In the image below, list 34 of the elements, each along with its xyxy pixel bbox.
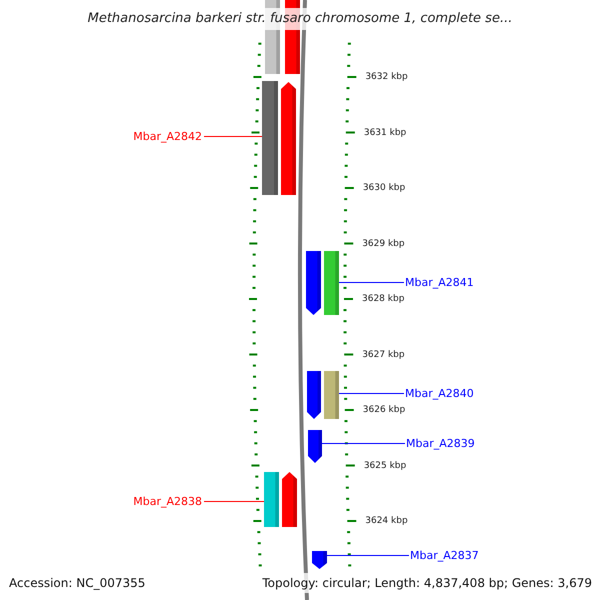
leader-line <box>338 282 404 283</box>
gene-block-pointed <box>306 251 321 315</box>
scale-label: 3627 kbp <box>362 350 405 360</box>
scale-label: 3630 kbp <box>362 183 406 194</box>
gene-block-pointed <box>281 82 296 195</box>
gene-label: Mbar_A2842 <box>120 129 202 144</box>
genome-info-text: Topology: circular; Length: 4,837,408 bp; Genes: 3,679 <box>262 575 592 592</box>
scale-label: 3624 kbp <box>365 516 408 527</box>
gene-block <box>262 81 278 195</box>
leader-line <box>204 501 264 502</box>
leader-line <box>204 136 262 137</box>
gene-block <box>324 251 339 315</box>
gene-block <box>324 371 339 419</box>
gene-label: Mbar_A2837 <box>410 548 495 563</box>
scale-label: 3632 kbp <box>365 72 408 83</box>
gene-block-pointed <box>312 551 327 569</box>
gene-block <box>264 472 279 527</box>
scale-label: 3625 kbp <box>364 460 406 472</box>
scale-label: 3631 kbp <box>364 128 406 138</box>
gene-block-pointed <box>307 371 321 419</box>
gene-block-pointed <box>282 472 297 527</box>
leader-line <box>322 443 406 444</box>
accession-text: Accession: NC_007355 <box>9 575 146 592</box>
gene-block-pointed <box>308 430 322 463</box>
gene-label: Mbar_A2841 <box>405 275 490 290</box>
leader-line <box>338 393 404 394</box>
scale-label: 3626 kbp <box>362 405 406 416</box>
leader-line <box>326 555 410 556</box>
gene-label: Mbar_A2838 <box>120 494 202 509</box>
gene-label: Mbar_A2840 <box>405 386 490 401</box>
gene-label: Mbar_A2839 <box>406 436 491 451</box>
scale-label: 3629 kbp <box>362 238 405 250</box>
title: Methanosarcina barkeri str. fusaro chromosome 1, complete se... <box>88 10 512 28</box>
scale-label: 3628 kbp <box>362 294 404 305</box>
